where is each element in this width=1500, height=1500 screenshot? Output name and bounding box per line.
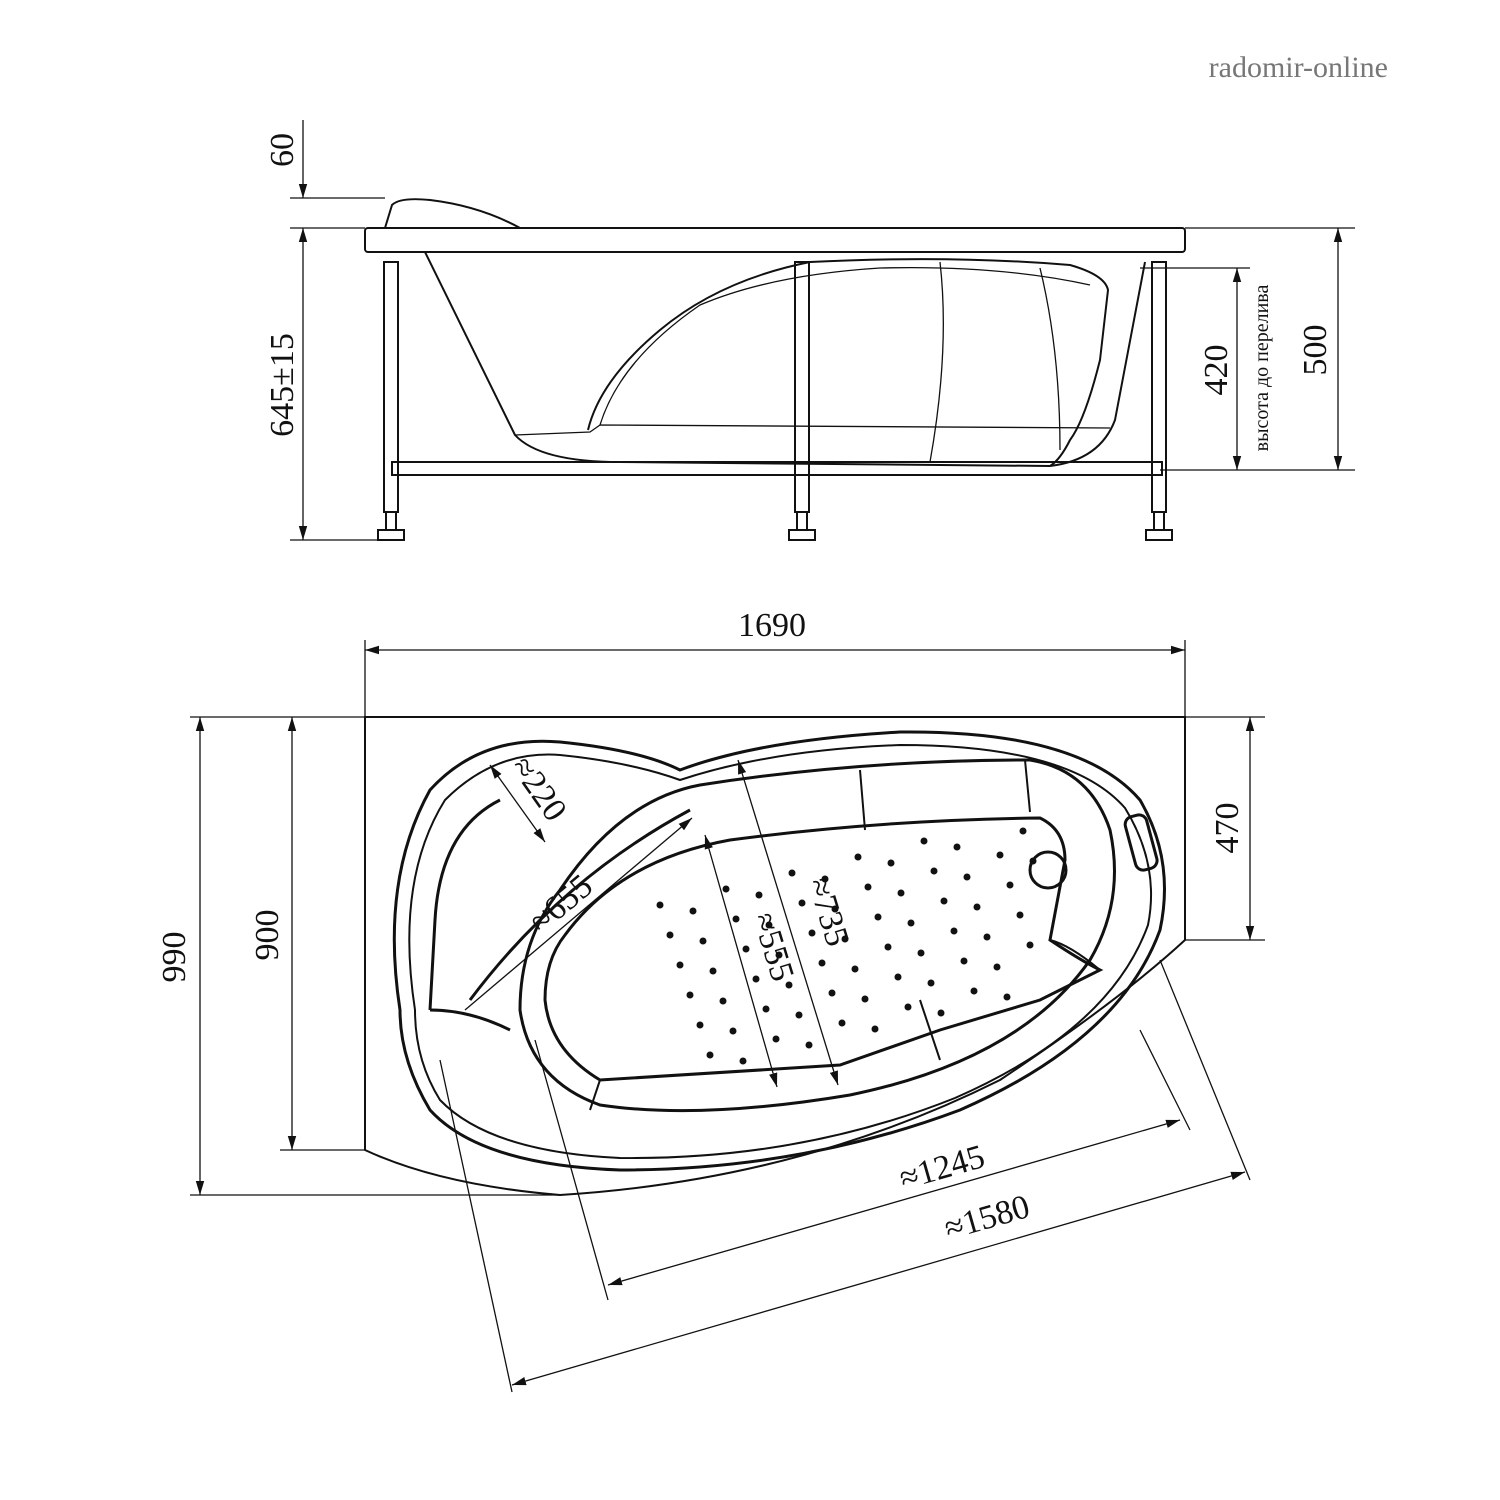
headrest <box>384 198 521 229</box>
air-jet-dot <box>864 883 872 891</box>
air-jet-dot <box>894 973 902 981</box>
air-jet-dot <box>818 959 826 967</box>
air-jet-dot <box>722 885 730 893</box>
air-jet-dot <box>696 1021 704 1029</box>
air-jet-dot <box>887 859 895 867</box>
headrest-contour <box>392 730 1166 1172</box>
overflow-label: высота до перелива <box>1251 285 1273 452</box>
air-jet-dot <box>983 933 991 941</box>
air-jet-dot <box>993 963 1001 971</box>
air-jet-dot <box>940 897 948 905</box>
dim-headrest: 60 <box>264 133 301 167</box>
air-jet-dot <box>1026 941 1034 949</box>
dim-outer-length: ≈1580 <box>940 1188 1034 1247</box>
air-jet-dot <box>795 1011 803 1019</box>
air-jet-dot <box>917 949 925 957</box>
side-view: 60 645±15 420 высота до перелива 500 <box>264 120 1355 541</box>
dim-right-width: 470 <box>1209 803 1246 854</box>
air-jet-dot <box>907 919 915 927</box>
air-jet-dot <box>1003 993 1011 1001</box>
dim-total-height: 645±15 <box>264 333 301 437</box>
air-jet-dot <box>871 1025 879 1033</box>
air-jet-dot <box>762 1005 770 1013</box>
dim-bowl-width: ≈555 <box>745 908 801 985</box>
air-jet-dot <box>920 837 928 845</box>
dim-depth: 500 <box>1297 325 1334 376</box>
air-jet-dot <box>904 1003 912 1011</box>
air-jet-dot <box>854 853 862 861</box>
air-jet-dot <box>1016 911 1024 919</box>
dim-width-total: 990 <box>156 932 193 983</box>
air-jet-dot <box>851 965 859 973</box>
air-jet-dot <box>739 1057 747 1065</box>
dim-length: 1690 <box>738 607 806 644</box>
dim-width-inner: 900 <box>249 910 286 961</box>
air-jet-dot <box>656 901 664 909</box>
air-jet-dot <box>709 967 717 975</box>
air-jet-dot <box>798 899 806 907</box>
air-jet-dot <box>861 995 869 1003</box>
air-jet-dot <box>927 979 935 987</box>
air-jet-dot <box>953 843 961 851</box>
air-jet-dot <box>1029 857 1037 865</box>
air-jet-dot <box>841 935 849 943</box>
air-jet-dot <box>805 1041 813 1049</box>
air-jet-dot <box>838 1019 846 1027</box>
air-jet-dot <box>884 943 892 951</box>
air-jet-dot <box>874 913 882 921</box>
tub-rim <box>364 227 1186 253</box>
air-jet-dot <box>732 915 740 923</box>
air-jet-dot <box>686 991 694 999</box>
seat-contour <box>587 258 1110 467</box>
air-jet-dot <box>950 927 958 935</box>
air-jet-dot <box>930 867 938 875</box>
air-jet-dot <box>963 873 971 881</box>
dim-overflow: 420 <box>1198 345 1235 396</box>
air-jet-dot <box>755 891 763 899</box>
air-jet-dot <box>752 975 760 983</box>
air-jet-dot <box>742 945 750 953</box>
watermark: radomir-online <box>1209 51 1388 84</box>
dim-inner-width: ≈735 <box>800 873 856 950</box>
air-jet-dot <box>937 1009 945 1017</box>
legs <box>377 261 1173 541</box>
drain-icon <box>1028 850 1068 890</box>
air-jet-dot <box>729 1027 737 1035</box>
air-jet-dot <box>785 981 793 989</box>
air-jet-dot <box>960 957 968 965</box>
air-jet-dot <box>689 907 697 915</box>
air-jet-dot <box>996 851 1004 859</box>
air-jet-dot <box>828 989 836 997</box>
air-jet-dot <box>699 937 707 945</box>
air-jet-dot <box>676 961 684 969</box>
air-jet-dot <box>706 1051 714 1059</box>
air-jet-dot <box>788 869 796 877</box>
air-jet-dot <box>772 1035 780 1043</box>
air-jet-dot <box>666 931 674 939</box>
air-jet-dot <box>1006 881 1014 889</box>
air-jet-dot <box>897 889 905 897</box>
air-jet-dot <box>973 903 981 911</box>
dim-armrest: ≈220 <box>503 750 573 828</box>
air-jet-dot <box>970 987 978 995</box>
air-jet-dot <box>1019 827 1027 835</box>
overflow-handle <box>1123 813 1159 872</box>
air-jet-dot <box>719 997 727 1005</box>
frame-bar <box>391 461 1163 476</box>
top-view: 1690 990 900 470 ≈220 ≈655 ≈555 ≈735 ≈12… <box>156 607 1265 1393</box>
